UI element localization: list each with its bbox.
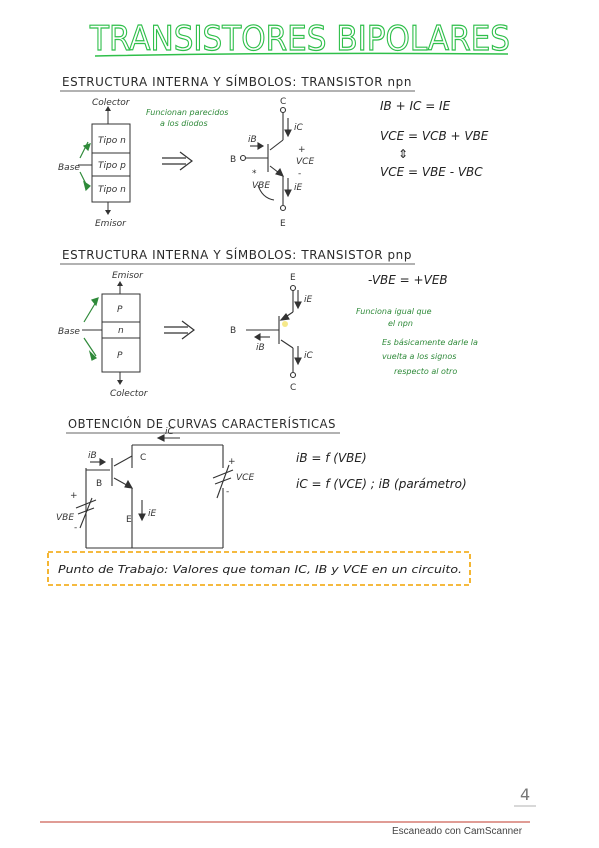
npn-layer-box	[91, 123, 131, 203]
pnp-layer-box	[101, 293, 141, 373]
pnp-base-label: Base	[58, 327, 80, 337]
pnp-collector-label: Colector	[110, 389, 149, 399]
footer-scanner-text: Escaneado con CamScanner	[392, 826, 523, 837]
curves-vbe-plus: +	[70, 491, 78, 501]
curves-circuit-diagram	[75, 434, 234, 549]
curves-E-label: E	[126, 515, 132, 525]
npn-equation-3: VCE = VBE - VBC	[380, 165, 483, 179]
pnp-layer-3: P	[117, 351, 123, 361]
npn-base-label: Base	[58, 163, 80, 173]
npn-equation-1: IB + IC = IE	[380, 99, 451, 113]
npn-vce-minus: -	[298, 169, 301, 179]
pnp-highlight-dot	[282, 321, 288, 327]
npn-vce-label: VCE	[296, 157, 314, 167]
npn-note-line-2: a los diodos	[160, 119, 208, 128]
title-underline	[94, 52, 509, 57]
npn-equation-equiv: ⇕	[398, 147, 408, 161]
npn-vce-plus: +	[298, 145, 306, 155]
npn-transistor-symbol	[239, 106, 292, 212]
curves-vbe-label: VBE	[56, 513, 74, 523]
pnp-implies-arrow	[164, 320, 195, 340]
pnp-note-1: Funciona igual que	[356, 307, 432, 316]
curves-vce-plus: +	[228, 457, 236, 467]
npn-implies-arrow	[162, 151, 193, 171]
pnp-emitter-label: Emisor	[112, 271, 144, 281]
npn-emitter-label: Emisor	[95, 219, 127, 229]
pnp-equation: -VBE = +VEB	[368, 273, 448, 287]
pnp-layer-2: n	[118, 326, 124, 336]
curves-vce-label: VCE	[236, 473, 254, 483]
pnp-note-2: el npn	[388, 319, 413, 328]
operating-point-box	[47, 551, 471, 586]
npn-E-label: E	[280, 219, 286, 229]
page-number: 4	[520, 785, 530, 804]
curves-section-heading: OBTENCIÓN DE CURVAS CARACTERÍSTICAS	[68, 416, 336, 431]
pnp-note-4: vuelta a los signos	[382, 352, 456, 361]
npn-iB-label: iB	[248, 135, 257, 145]
pnp-diode-icons	[83, 297, 99, 361]
pnp-layer-1: P	[117, 305, 123, 315]
pnp-iB-label: iB	[256, 343, 265, 353]
pnp-transistor-symbol	[246, 284, 302, 379]
npn-layer-3: Tipo n	[98, 185, 126, 195]
npn-iC-label: iC	[294, 123, 304, 133]
npn-vbe-label: VBE	[252, 181, 270, 191]
pnp-C-label: C	[290, 383, 296, 393]
pnp-E-label: E	[290, 273, 296, 283]
npn-note-line-1: Funcionan parecidos	[146, 108, 228, 117]
pnp-note-3: Es básicamente darle la	[382, 338, 478, 347]
curves-C-label: C	[140, 453, 146, 463]
pnp-note-5: respecto al otro	[394, 367, 457, 376]
pnp-iE-label: iE	[304, 295, 313, 305]
pnp-section-heading: ESTRUCTURA INTERNA Y SÍMBOLOS: TRANSISTO…	[62, 247, 412, 262]
npn-B-label: B	[230, 155, 236, 165]
npn-equation-2: VCE = VCB + VBE	[380, 129, 489, 143]
npn-section-heading: ESTRUCTURA INTERNA Y SÍMBOLOS: TRANSISTO…	[62, 74, 412, 89]
npn-C-label: C	[280, 97, 286, 107]
curves-B-label: B	[96, 479, 102, 489]
npn-structure-diagram: Colector Tipo n Tipo p Tipo n Emisor Bas…	[58, 98, 131, 229]
curves-iC-label: iC	[165, 427, 175, 437]
curves-iE-label: iE	[148, 509, 157, 519]
npn-collector-label: Colector	[92, 98, 131, 108]
npn-layer-1: Tipo n	[98, 136, 126, 146]
curves-equation-1: iB = f (VBE)	[296, 451, 367, 465]
page-title: TRANSISTORES BIPOLARES	[89, 19, 510, 59]
npn-diode-icons	[79, 141, 91, 192]
npn-layer-2: Tipo p	[98, 161, 126, 171]
npn-iE-label: iE	[294, 183, 303, 193]
curves-vce-minus: -	[226, 487, 229, 497]
pnp-structure-diagram: Emisor P n P Colector Base	[58, 271, 149, 399]
pnp-B-label: B	[230, 326, 236, 336]
curves-iB-label: iB	[88, 451, 97, 461]
pnp-iC-label: iC	[304, 351, 314, 361]
curves-equation-2: iC = f (VCE) ; iB (parámetro)	[296, 477, 467, 491]
operating-point-text: Punto de Trabajo: Valores que toman IC, …	[58, 564, 462, 576]
npn-star-mark: *	[252, 169, 257, 179]
curves-vbe-minus: -	[74, 523, 77, 533]
